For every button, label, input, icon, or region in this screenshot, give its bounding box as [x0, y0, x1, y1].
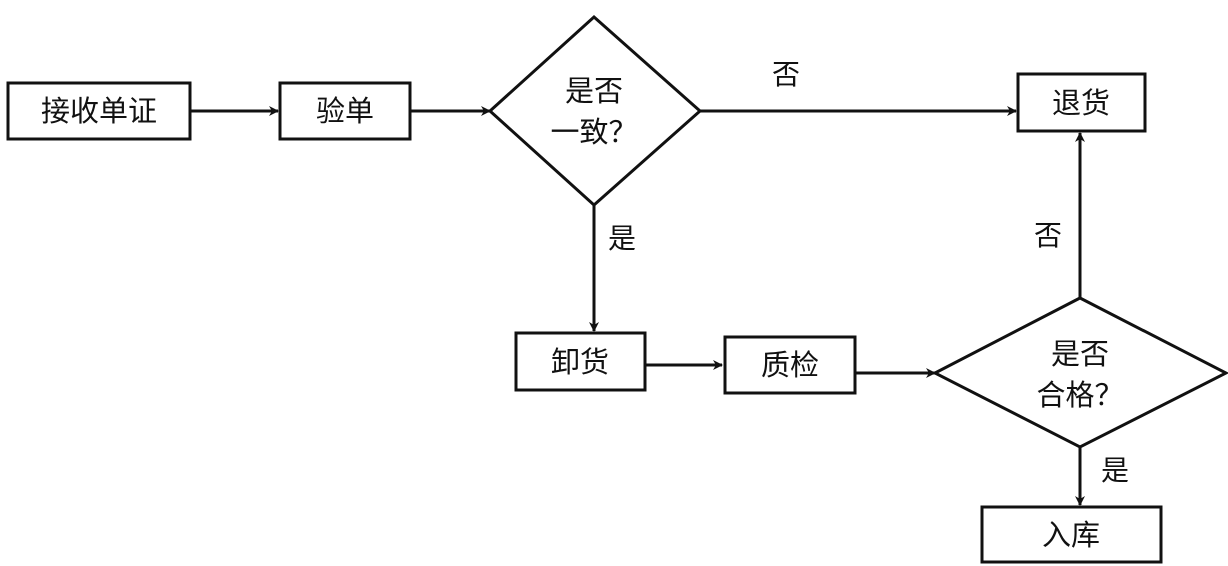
- node-quality-check-label: 质检: [761, 348, 819, 382]
- node-consistent-decision: 是否 一致？: [487, 14, 703, 208]
- node-qualified-line1: 是否: [1051, 337, 1109, 371]
- edge-label-consistent-yes: 是: [608, 222, 636, 255]
- node-return-goods: 退货: [1016, 72, 1147, 133]
- node-check-docs-label: 验单: [316, 94, 374, 128]
- node-qualified-line2: 合格？: [1036, 378, 1123, 412]
- node-store-label: 入库: [1042, 518, 1100, 552]
- node-consistent-line2: 一致？: [550, 115, 637, 149]
- edge-label-consistent-no: 否: [772, 58, 800, 91]
- node-consistent-line1: 是否: [565, 74, 623, 108]
- node-unload-label: 卸货: [551, 345, 609, 379]
- node-quality-check: 质检: [723, 335, 857, 395]
- edge-label-qualified-yes: 是: [1101, 454, 1129, 487]
- node-receive-docs: 接收单证: [6, 81, 192, 141]
- node-qualified-decision: 是否 合格？: [931, 296, 1228, 449]
- node-unload: 卸货: [514, 331, 647, 392]
- node-store: 入库: [980, 505, 1163, 564]
- edge-label-qualified-no: 否: [1034, 219, 1062, 252]
- node-check-docs: 验单: [278, 81, 412, 141]
- node-return-goods-label: 退货: [1052, 86, 1110, 120]
- node-receive-docs-label: 接收单证: [41, 94, 157, 128]
